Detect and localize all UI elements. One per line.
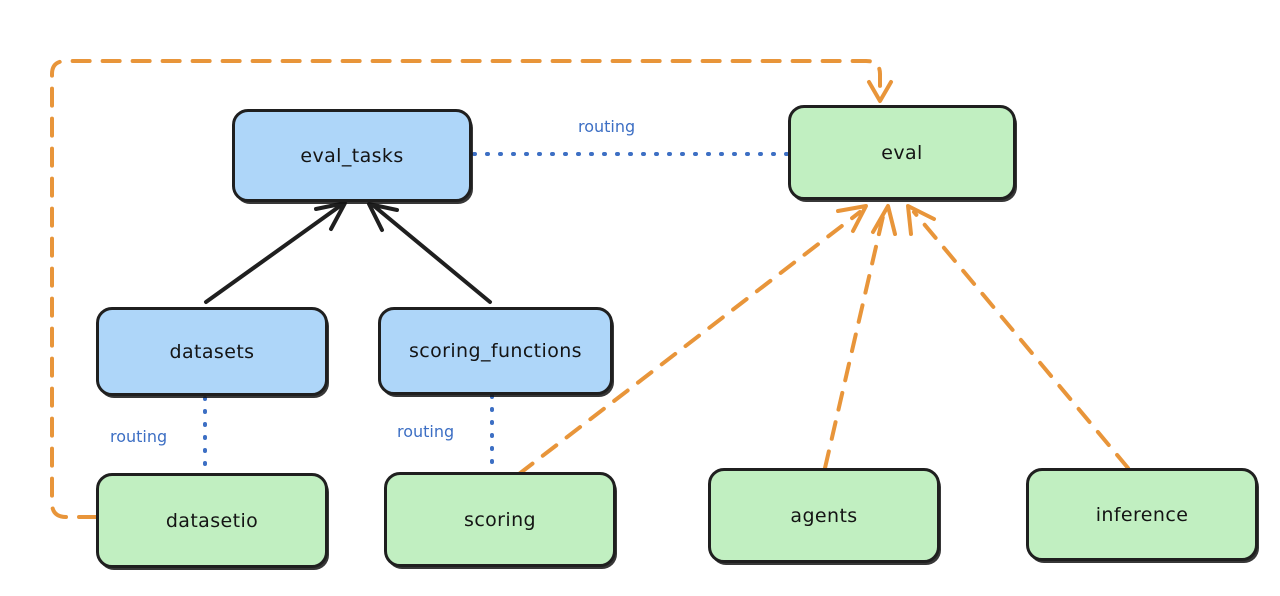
- edge-datasets-eval_tasks: [204, 204, 342, 304]
- edge-label-routing-datasets: routing: [110, 427, 168, 446]
- node-inference[interactable]: inference: [1026, 468, 1258, 561]
- node-datasetio[interactable]: datasetio: [96, 473, 328, 568]
- node-label: eval: [881, 141, 923, 164]
- node-eval[interactable]: eval: [788, 105, 1016, 200]
- edge-datasetio-eval-arrowhead: [867, 80, 893, 103]
- node-label: inference: [1095, 503, 1189, 526]
- node-agents[interactable]: agents: [708, 468, 940, 563]
- node-label: scoring_functions: [409, 340, 582, 362]
- edge-scoring-eval-arrowhead: [836, 204, 868, 233]
- node-label: datasetio: [165, 509, 259, 532]
- edge-scoring-eval: [517, 210, 862, 476]
- edge-label-routing-top: routing: [578, 117, 636, 136]
- node-label: scoring: [464, 508, 536, 531]
- edge-scoring_functions-eval_tasks: [372, 204, 492, 304]
- edge-label-routing-scoring-functions: routing: [397, 422, 455, 441]
- edge-inference-eval-arrowhead: [906, 204, 936, 236]
- edge-agents-eval-arrowhead: [871, 204, 897, 236]
- node-label: eval_tasks: [300, 144, 404, 167]
- node-eval-tasks[interactable]: eval_tasks: [232, 109, 472, 202]
- node-label: agents: [790, 504, 858, 527]
- node-scoring-functions[interactable]: scoring_functions: [378, 307, 613, 395]
- edge-inference-eval: [912, 210, 1130, 470]
- node-datasets[interactable]: datasets: [96, 307, 328, 396]
- edge-scoring_functions-eval_tasks-arrowhead: [367, 202, 399, 232]
- node-label: datasets: [169, 340, 255, 363]
- edge-datasetio-eval: [50, 59, 882, 519]
- node-scoring[interactable]: scoring: [384, 472, 616, 567]
- edge-agents-eval: [823, 210, 886, 470]
- edge-datasets-eval_tasks-arrowhead: [314, 201, 347, 231]
